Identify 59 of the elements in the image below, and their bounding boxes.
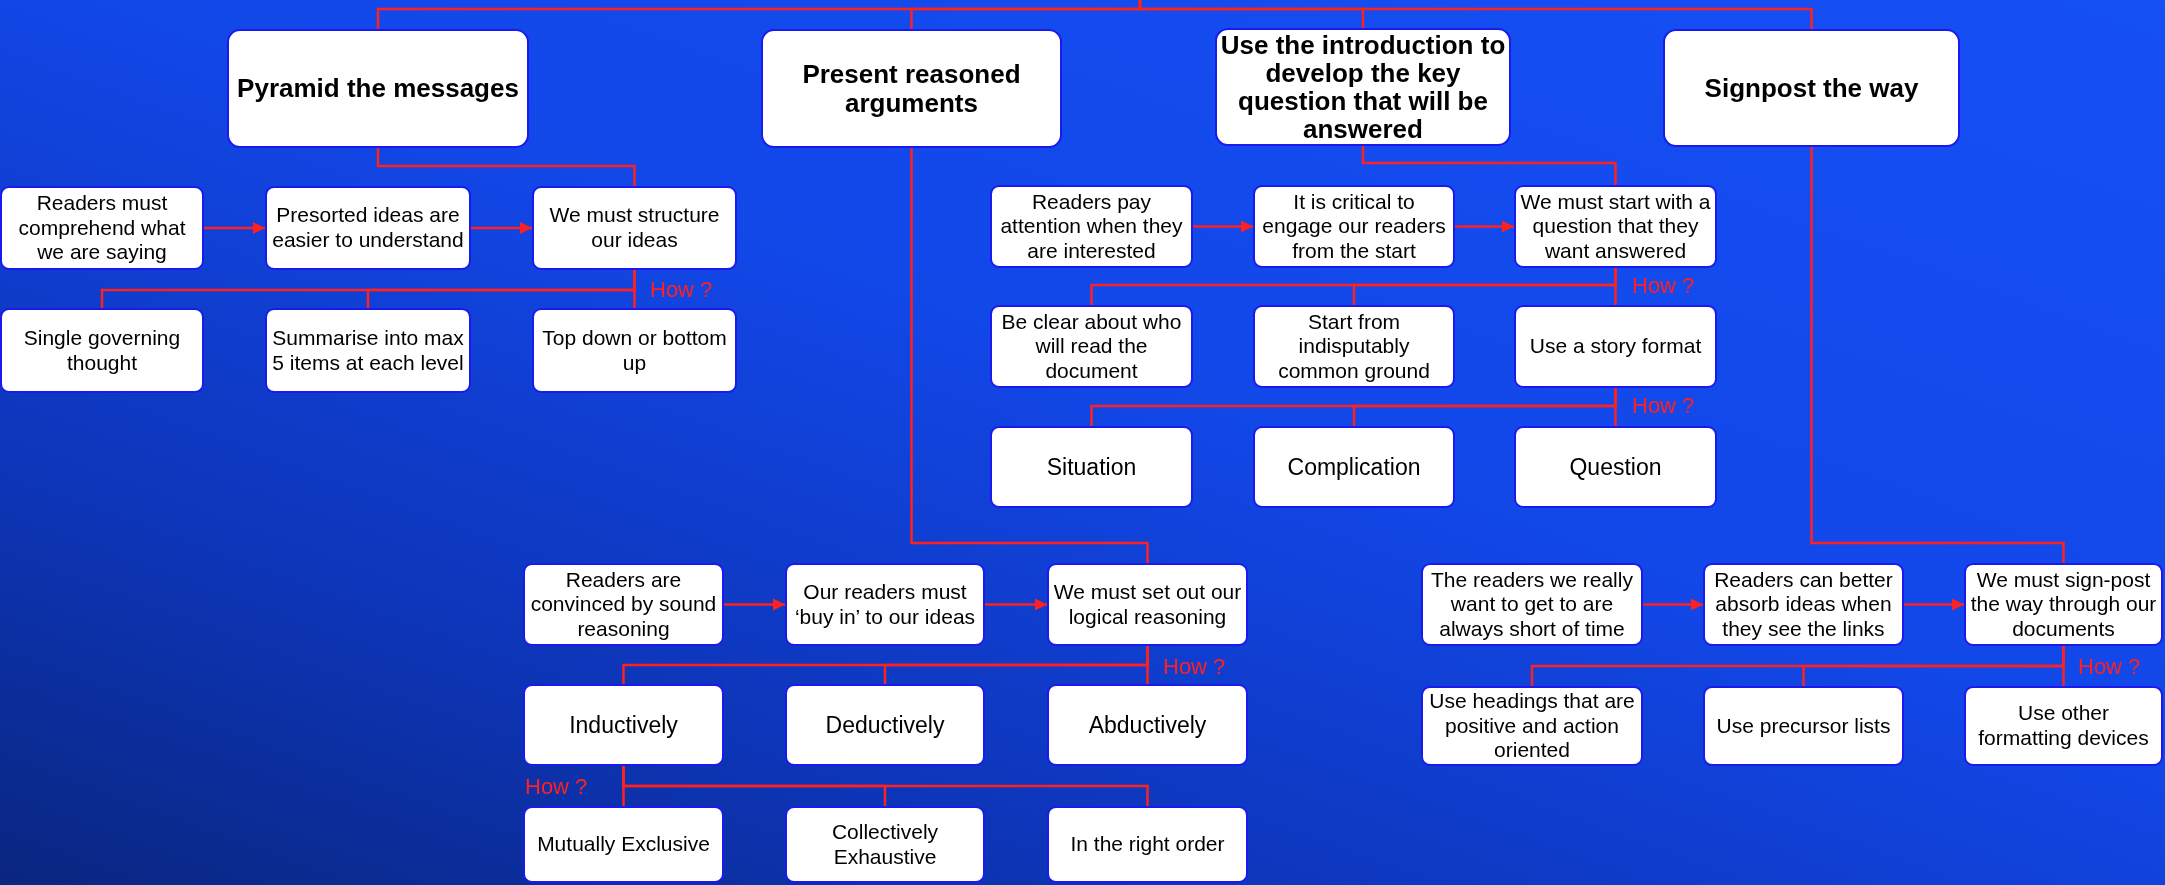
- statement-box: Top down or bottom up: [532, 308, 737, 393]
- connector-line: [1146, 646, 1149, 684]
- statement-box: Readers are convinced by sound reasoning: [523, 563, 724, 646]
- topic-box: Signpost the way: [1663, 29, 1960, 147]
- arrow: [985, 598, 1047, 611]
- statement-box: Single governing thought: [0, 308, 204, 393]
- topic-box: Pyramid the messages: [227, 29, 529, 148]
- connector-line: [1138, 0, 1813, 29]
- connector-line: [633, 270, 636, 308]
- arrow: [1904, 598, 1964, 611]
- statement-box: Presorted ideas are easier to understand: [265, 186, 471, 270]
- statement-box: Complication: [1253, 426, 1455, 508]
- statement-box: We must start with a question that they want answered: [1514, 185, 1717, 268]
- connector-line: [1361, 146, 1617, 185]
- statement-box: Summarise into max 5 items at each level: [265, 308, 471, 393]
- arrow: [724, 598, 785, 611]
- arrow: [1455, 220, 1514, 233]
- statement-box: Inductively: [523, 684, 724, 766]
- connector-line: [1614, 268, 1617, 305]
- statement-box: Use other formatting devices: [1964, 686, 2163, 766]
- question-label: How ?: [1163, 654, 1226, 680]
- arrow: [471, 221, 532, 235]
- connector-line: [1614, 388, 1617, 426]
- question-label: How ?: [2078, 654, 2141, 680]
- statement-box: Use headings that are positive and action oriented: [1421, 686, 1643, 766]
- connector-line: [2062, 646, 2065, 686]
- topic-box: Use the introduction to develop the key question that will be answered: [1215, 28, 1511, 146]
- statement-box: Readers must comprehend what we are saying: [0, 186, 204, 270]
- statement-box: Situation: [990, 426, 1193, 508]
- arrow: [1193, 220, 1253, 233]
- connector-line: [1810, 147, 2065, 563]
- statement-box: Question: [1514, 426, 1717, 508]
- statement-box: We must sign-post the way through our documents: [1964, 563, 2163, 646]
- statement-box: In the right order: [1047, 806, 1248, 883]
- connector-line: [376, 148, 636, 186]
- arrow: [1643, 598, 1703, 611]
- connector-line: [622, 766, 1149, 806]
- question-label: How ?: [1632, 393, 1695, 419]
- statement-box: Deductively: [785, 684, 985, 766]
- statement-box: Our readers must ‘buy in’ to our ideas: [785, 563, 985, 646]
- statement-box: Use a story format: [1514, 305, 1717, 388]
- statement-box: Be clear about who will read the document: [990, 305, 1193, 388]
- question-label: How ?: [525, 774, 588, 800]
- statement-box: Readers can better absorb ideas when they see the links: [1703, 563, 1904, 646]
- question-label: How ?: [650, 277, 713, 303]
- statement-box: Mutually Exclusive: [523, 806, 724, 883]
- statement-box: Use precursor lists: [1703, 686, 1904, 766]
- connector-line: [910, 148, 1149, 563]
- question-label: How ?: [1632, 273, 1695, 299]
- statement-box: We must structure our ideas: [532, 186, 737, 270]
- statement-box: Readers pay attention when they are interested: [990, 185, 1193, 268]
- topic-box: Present reasoned arguments: [761, 29, 1062, 148]
- statement-box: Start from indisputably common ground: [1253, 305, 1455, 388]
- statement-box: Abductively: [1047, 684, 1248, 766]
- statement-box: It is critical to engage our readers from the start: [1253, 185, 1455, 268]
- statement-box: Collectively Exhaustive: [785, 806, 985, 883]
- statement-box: We must set out our logical reasoning: [1047, 563, 1248, 646]
- arrow: [204, 221, 265, 235]
- statement-box: The readers we really want to get to are always short of time: [1421, 563, 1643, 646]
